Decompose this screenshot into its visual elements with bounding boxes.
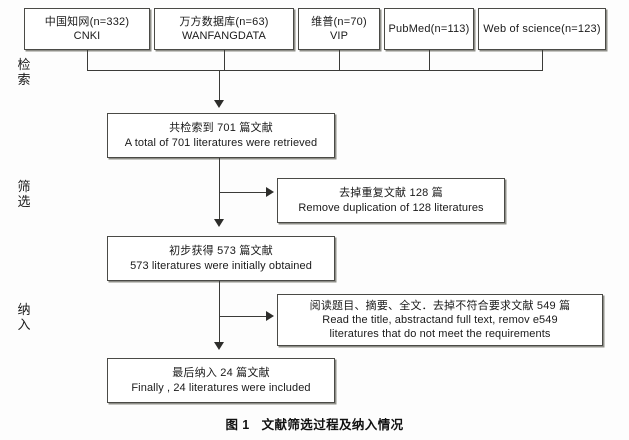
stage-label-retrieval: 检 索 [14,57,34,87]
source-box-vip: 维普(n=70) VIP [298,8,380,50]
step-label-en: Remove duplication of 128 literatures [298,201,484,214]
step-box-retrieved: 共检索到 701 篇文献 A total of 701 literatures … [107,113,335,158]
source-box-web-of-science: Web of science(n=123) [478,8,606,50]
connector-stub-wanfang [224,50,225,70]
connector-stub-web-of-science [542,50,543,70]
step-label-en: A total of 701 literatures were retrieve… [124,136,318,149]
caption-label: 图 1 [225,418,250,432]
step-label-cn: 共检索到 701 篇文献 [169,122,273,135]
source-label-en: CNKI [73,30,101,42]
figure-caption: 图 1 文献筛选过程及纳入情况 [0,414,629,433]
step-label-cn: 最后纳入 24 篇文献 [172,367,270,380]
stage-char: 选 [17,193,31,209]
source-label-en: WANFANGDATA [181,30,266,42]
step-box-excluded-after-review: 阅读题目、摘要、全文．去掉不符合要求文献 549 篇 Read the titl… [277,294,603,346]
step-box-included: 最后纳入 24 篇文献 Finally , 24 literatures wer… [107,358,335,403]
source-label-en: VIP [329,30,349,42]
step-label-en-line2: literatures that do not meet the require… [329,328,551,341]
stage-char: 筛 [17,179,31,194]
caption-text: 文献筛选过程及纳入情况 [261,418,404,432]
source-box-wanfang: 万方数据库(n=63) WANFANGDATA [154,8,294,50]
step-label-cn: 初步获得 573 篇文献 [169,245,273,258]
source-label-cn: Web of science(n=123) [483,22,601,35]
step-label-en: Finally , 24 literatures were included [131,381,311,394]
arrowhead-initial-to-included [214,342,224,350]
connector-branch-duplicates [219,192,267,193]
stage-char: 入 [17,316,31,332]
arrowhead-retrieved-to-initial [214,219,224,227]
arrowhead-bus-to-retrieved [214,100,224,108]
connector-stub-vip [339,50,340,70]
connector-merge-bus [87,70,543,71]
source-label-cn: PubMed(n=113) [388,22,470,35]
step-label-en: 573 literatures were initially obtained [130,259,312,272]
source-box-cnki: 中国知网(n=332) CNKI [24,8,150,50]
stage-char: 检 [17,57,31,72]
connector-bus-to-retrieved [219,70,220,102]
source-label-cn: 中国知网(n=332) [44,15,130,28]
source-label-cn: 万方数据库(n=63) [179,15,269,28]
stage-char: 索 [17,71,31,87]
source-box-pubmed: PubMed(n=113) [384,8,474,50]
step-label-cn: 阅读题目、摘要、全文．去掉不符合要求文献 549 篇 [309,299,571,312]
connector-stub-pubmed [429,50,430,70]
arrowhead-branch-excluded [266,311,274,321]
step-box-initially-obtained: 初步获得 573 篇文献 573 literatures were initia… [107,236,335,281]
step-box-duplicates-removed: 去掉重复文献 128 篇 Remove duplication of 128 l… [277,178,505,223]
step-label-cn: 去掉重复文献 128 篇 [339,187,443,200]
connector-retrieved-to-initial [219,158,220,221]
step-label-en-line1: Read the title, abstractand full text, r… [322,313,558,326]
connector-branch-excluded [219,316,267,317]
connector-stub-cnki [87,50,88,70]
source-label-cn: 维普(n=70) [311,15,367,28]
stage-label-screening: 筛 选 [14,179,34,209]
connector-initial-to-included [219,281,220,344]
stage-char: 纳 [17,302,31,317]
stage-label-inclusion: 纳 入 [14,302,34,332]
arrowhead-branch-duplicates [266,187,274,197]
